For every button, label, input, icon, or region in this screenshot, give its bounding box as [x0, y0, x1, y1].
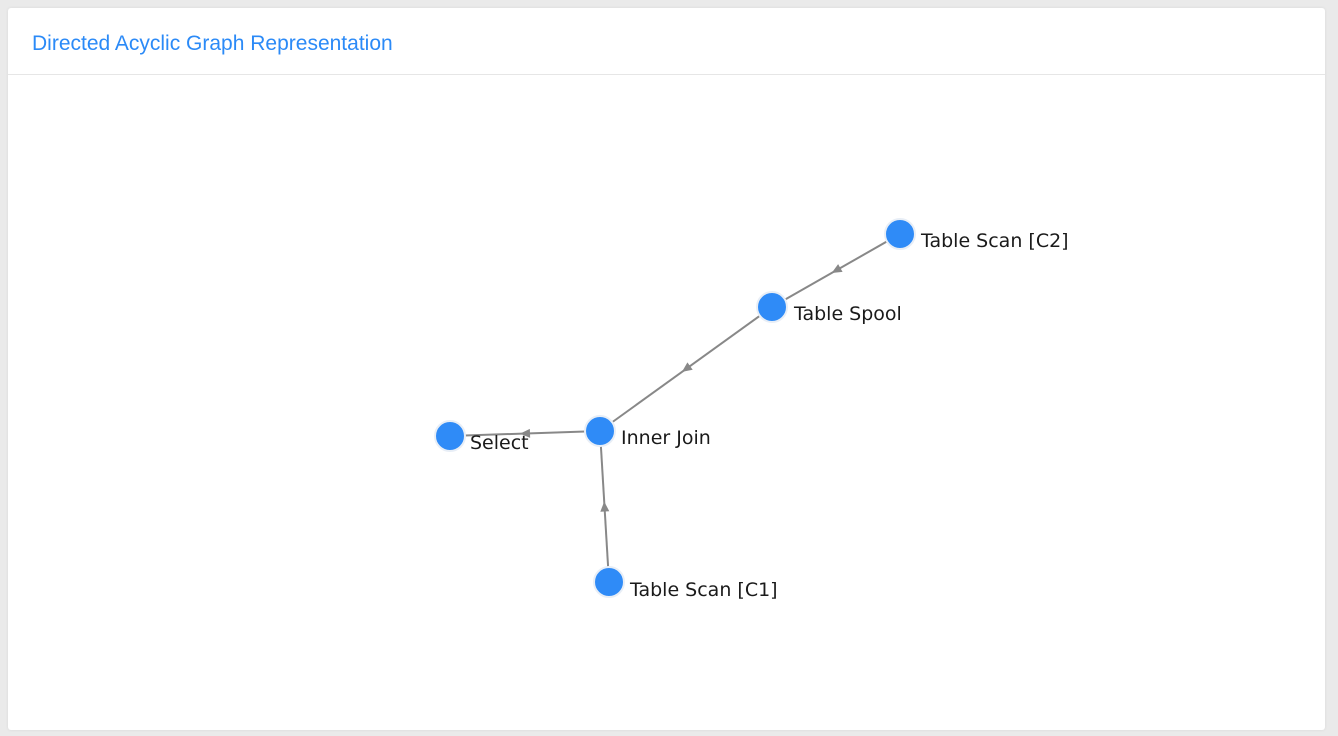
graph-node-table-scan-c1[interactable]: Table Scan [C1]: [593, 566, 778, 601]
edge-arrowhead: [520, 428, 531, 438]
node-label: Select: [470, 432, 529, 454]
node-label: Table Scan [C1]: [629, 579, 778, 601]
graph-node-table-scan-c2[interactable]: Table Scan [C2]: [884, 218, 1069, 252]
graph-node-table-spool[interactable]: Table Spool: [756, 291, 902, 325]
graph-node-select[interactable]: Select: [434, 420, 529, 454]
edges-layer: [449, 233, 901, 583]
node-circle[interactable]: [884, 218, 916, 250]
node-label: Table Spool: [793, 303, 902, 325]
node-circle[interactable]: [756, 291, 788, 323]
node-circle[interactable]: [434, 420, 466, 452]
edge-arrowhead: [681, 362, 693, 372]
node-label: Inner Join: [621, 427, 711, 449]
edge-arrowhead: [600, 501, 610, 512]
edge-arrowhead: [831, 264, 843, 273]
node-label: Table Scan [C2]: [920, 230, 1069, 252]
node-circle[interactable]: [584, 415, 616, 447]
node-circle[interactable]: [593, 566, 625, 598]
graph-panel: Directed Acyclic Graph Representation: [8, 8, 1325, 730]
graph-node-inner-join[interactable]: Inner Join: [584, 415, 711, 449]
panel-header: Directed Acyclic Graph Representation: [8, 8, 1325, 75]
panel-title: Directed Acyclic Graph Representation: [32, 32, 393, 55]
